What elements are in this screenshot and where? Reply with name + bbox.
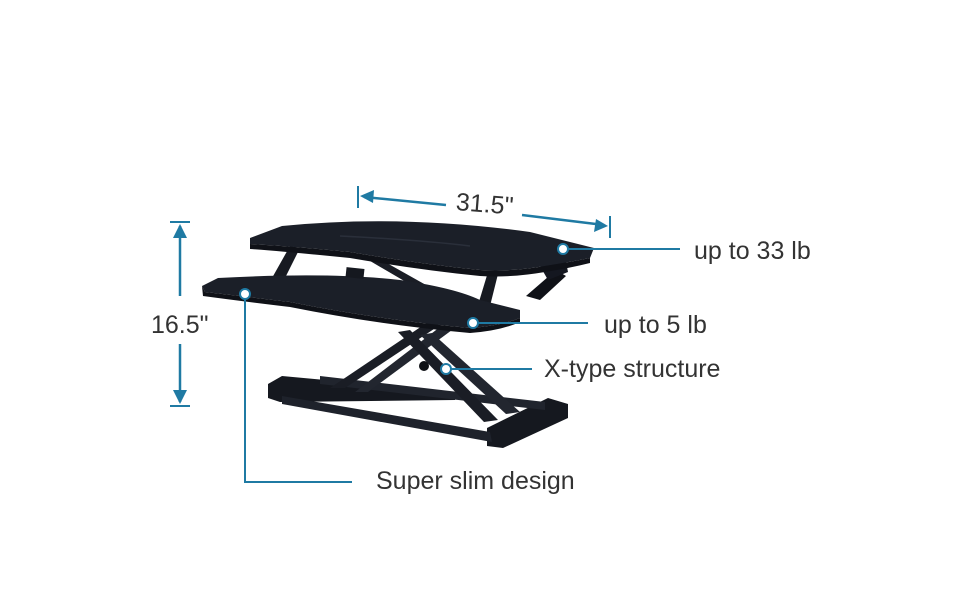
height-dimension (170, 221, 190, 407)
top-desk-capacity-label: up to 33 lb (694, 237, 811, 265)
right-support-post (478, 272, 498, 306)
base-right-foot (487, 398, 568, 448)
callout-slim-design (239, 288, 352, 483)
callout-dot-keyboard-tray (467, 317, 479, 329)
height-label: 16.5" (151, 311, 209, 339)
callout-dot-structure (440, 363, 452, 375)
height-arrow-down (173, 390, 187, 404)
callout-top-desk (557, 243, 680, 255)
callout-structure (440, 363, 532, 375)
width-arrow-right (594, 219, 608, 232)
width-dimension (357, 186, 611, 238)
x-type-scissor-frame (330, 322, 520, 422)
width-label: 31.5" (454, 188, 515, 221)
side-lever (526, 270, 566, 300)
callout-dot-slim-design (239, 288, 251, 300)
base-rail-front (282, 396, 492, 442)
keyboard-tray (202, 275, 520, 328)
left-support-bracket (272, 246, 300, 280)
width-arrow-left (360, 190, 374, 203)
top-work-surface (250, 221, 594, 271)
callout-keyboard-tray (467, 317, 588, 329)
slim-design-label: Super slim design (376, 467, 575, 495)
height-arrow-up (173, 224, 187, 238)
structure-label: X-type structure (544, 355, 721, 383)
keyboard-tray-capacity-label: up to 5 lb (604, 311, 707, 339)
desk-converter-illustration (202, 221, 594, 448)
callout-dot-top-desk (557, 243, 569, 255)
